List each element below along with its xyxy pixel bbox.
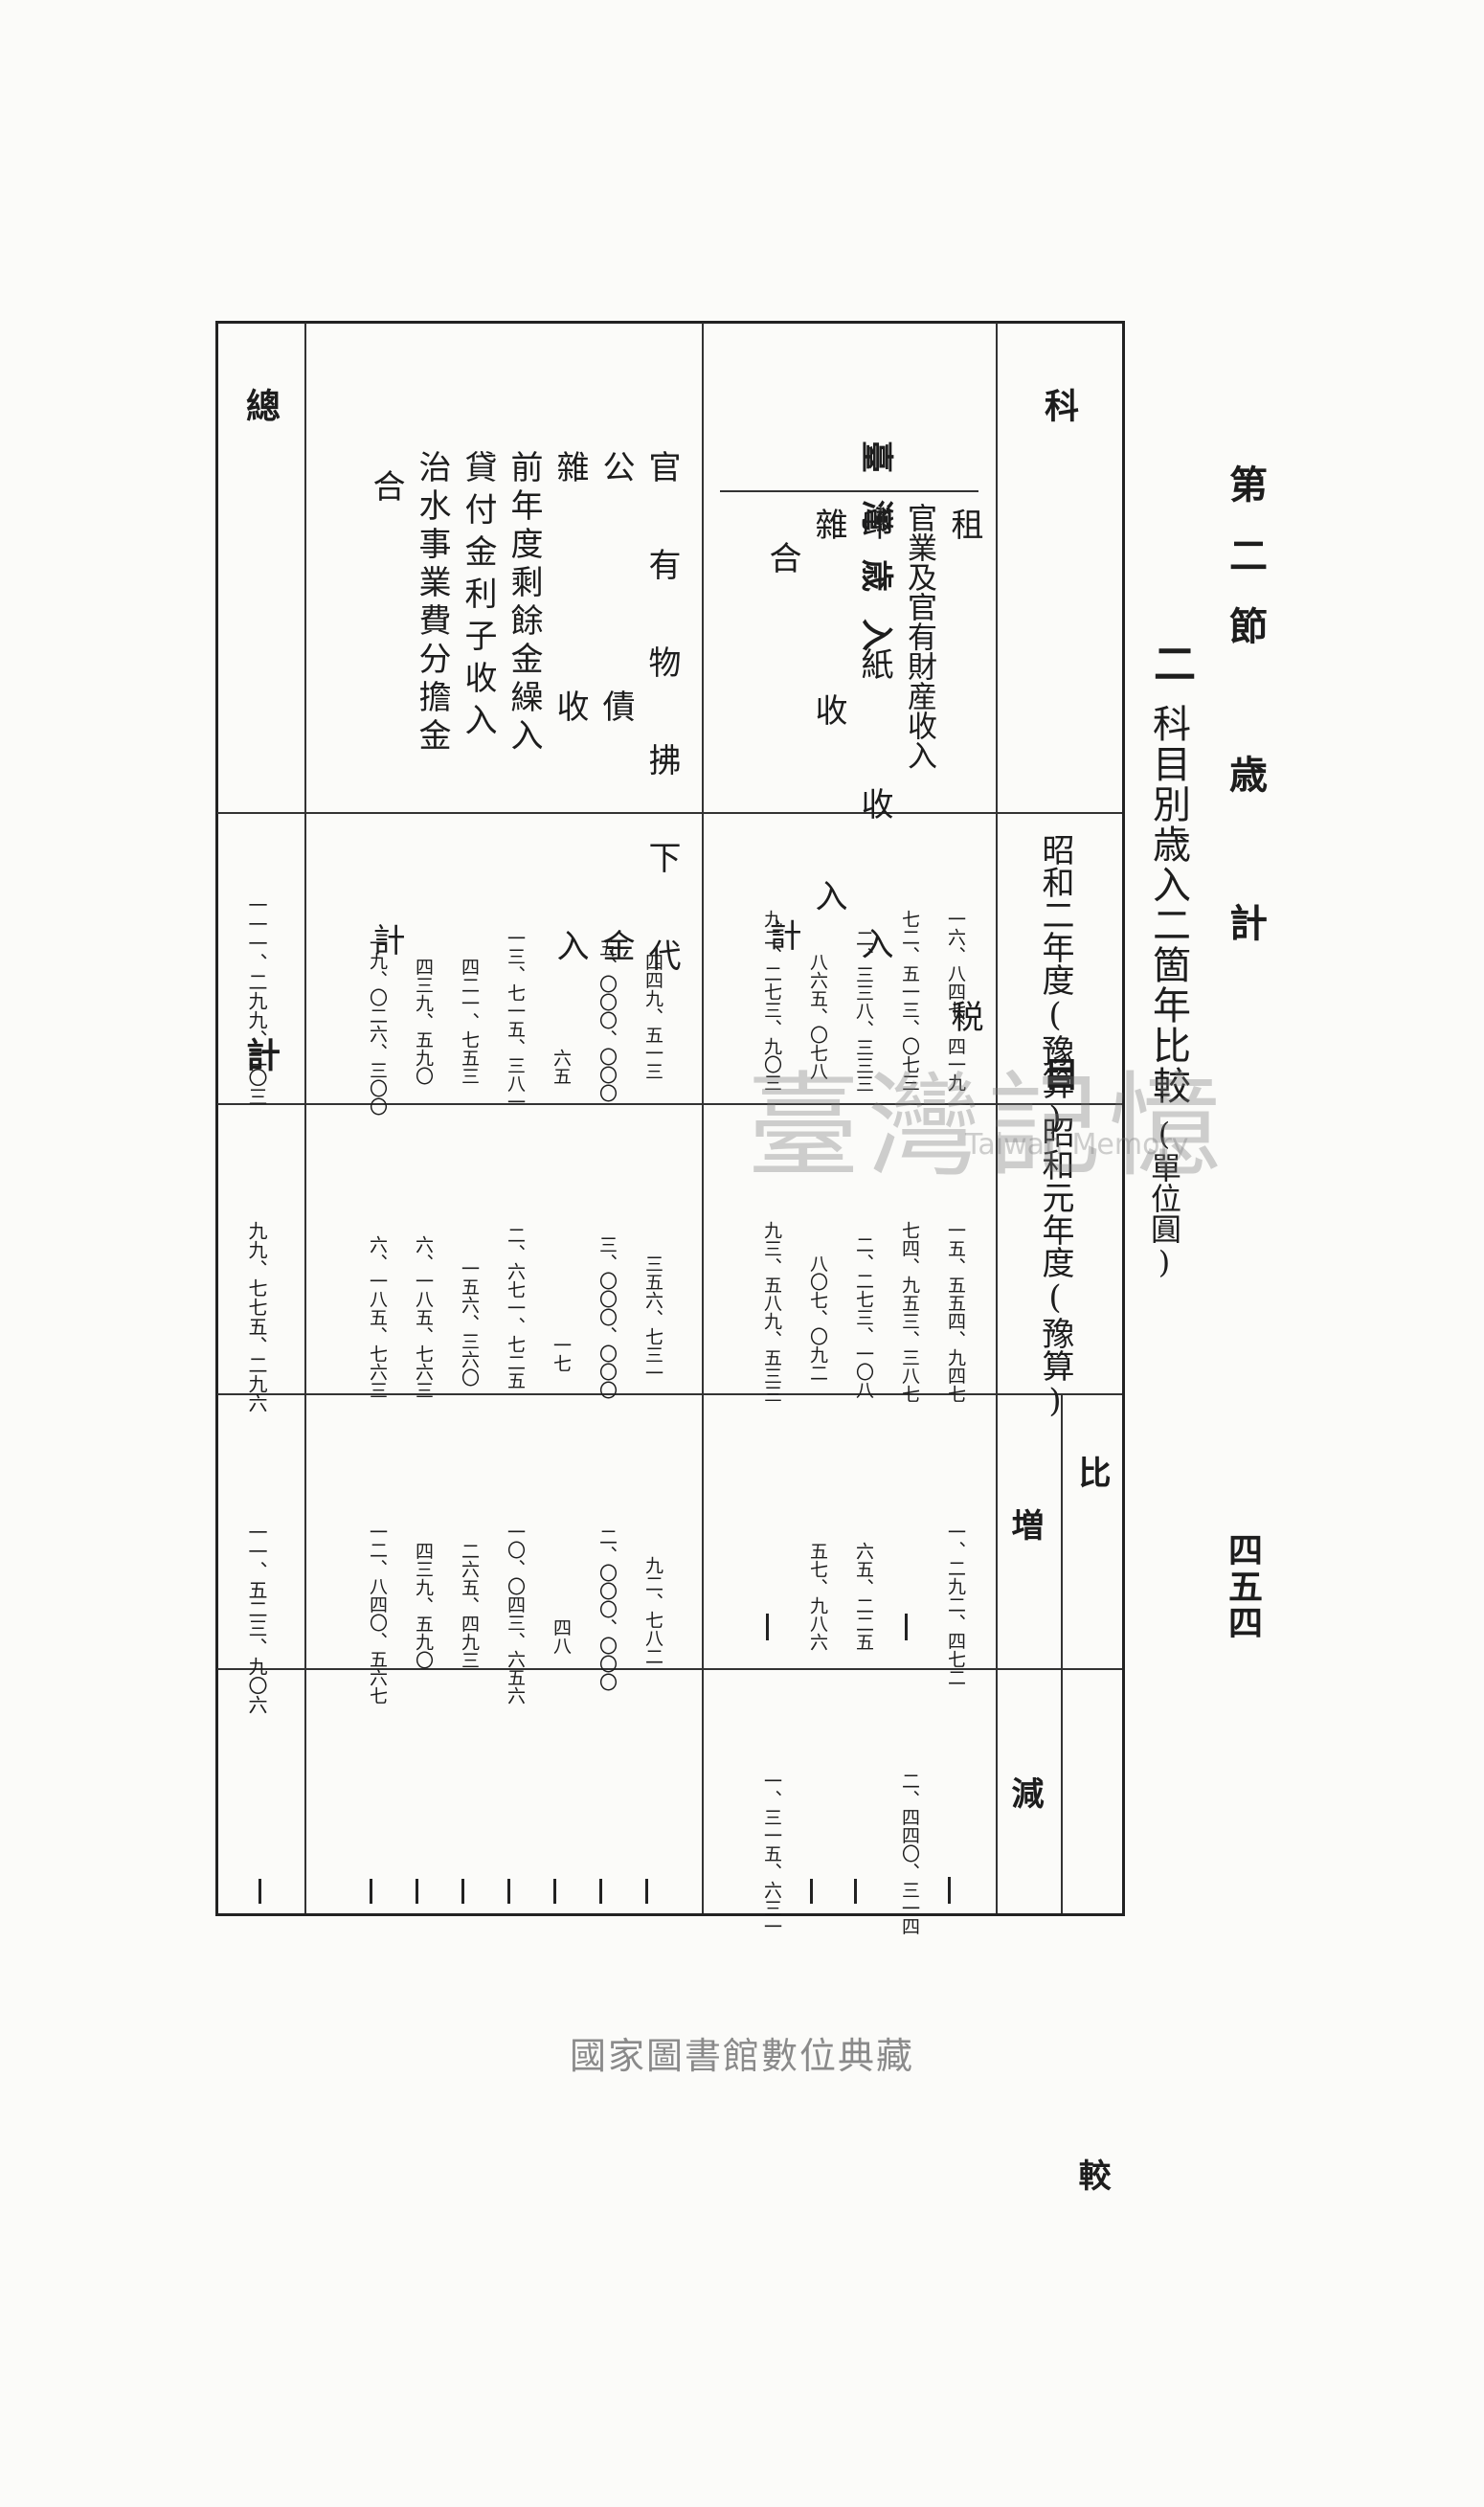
increase-value: 九二、七八二 xyxy=(642,1556,663,1665)
row-tick xyxy=(854,1879,857,1904)
nil-dash xyxy=(948,1877,951,1904)
total-label: 總 計 xyxy=(240,388,281,1359)
showa2-value: 四二一、七五三 xyxy=(459,958,480,1085)
showa2-value: 七二、五一三、〇七三 xyxy=(899,910,920,1092)
row-label-bonds: 公 債 金 xyxy=(596,450,635,1046)
showa1-value: 一五六、三六〇 xyxy=(459,1259,480,1387)
comparison-header: 比 較 xyxy=(1072,1456,1111,2507)
showa1-value: 九三、五八九、五三三 xyxy=(761,1221,782,1403)
showa1-value: 二、二七三、一〇八 xyxy=(853,1235,874,1399)
row-tick xyxy=(461,1879,464,1904)
unit-label: (單位圓) xyxy=(1146,1116,1182,1280)
increase-value: 一二、八四〇、五六七 xyxy=(367,1523,388,1705)
showa2-value: 四三九、五九〇 xyxy=(413,958,434,1085)
increase-value: 二六五、四九三 xyxy=(459,1542,480,1669)
row-label-flood-control: 治水事業費分擔金 xyxy=(413,450,451,757)
showa1-value: 二、六七一、七二五 xyxy=(505,1226,526,1389)
row-label-subtotal-2: 合 計 xyxy=(367,469,405,1147)
row-label-govt-enterprise: 官業及官有財産收入 xyxy=(902,503,936,770)
row-tick xyxy=(507,1879,510,1904)
section-header: 第二節 歳 計 xyxy=(1223,464,1268,974)
row-label-misc-2: 雜 收 入 xyxy=(551,450,589,1046)
showa1-value: 六、一八五、七六三 xyxy=(413,1235,434,1399)
increase-header: 増 xyxy=(1005,1508,1044,1541)
showa2-value: 一六、八四七、四一九 xyxy=(945,910,966,1092)
decrease-value: 一、三一五、六三一 xyxy=(761,1772,782,1935)
library-footer: 國家圖書館數位典藏 xyxy=(569,2035,914,2077)
showa2-value: 九二、二七三、九〇三 xyxy=(761,910,782,1092)
row-tick xyxy=(599,1879,602,1904)
showa1-value: 一五、五五四、九四七 xyxy=(945,1221,966,1403)
row-label-surplus: 前年度剩餘金繰入 xyxy=(505,450,543,757)
row-tick xyxy=(259,1879,261,1904)
subject-header: 科 目 xyxy=(1039,388,1079,1388)
showa2-value: 四四九、五一三 xyxy=(642,953,663,1080)
row-tick xyxy=(370,1879,372,1904)
row-label-subtotal-1: 合 計 xyxy=(763,541,801,1104)
nil-dash xyxy=(766,1614,769,1640)
title-number: 二 xyxy=(1146,642,1195,684)
row-label-sale-proceeds: 官 有 物 拂 下 代 xyxy=(642,450,681,984)
increase-value: 四三九、五九〇 xyxy=(413,1542,434,1669)
increase-value: 二、〇〇〇、〇〇〇 xyxy=(596,1527,618,1691)
watermark: 臺灣記憶 Taiwan Memory xyxy=(747,1034,1229,1198)
row-label-tax: 租 税 xyxy=(945,508,983,1243)
showa2-header: 昭和二年度(豫算) xyxy=(1036,833,1074,1138)
decrease-value: 二、四四〇、三一四 xyxy=(899,1772,920,1935)
showa2-value: 一一一、二九九、二〇三 xyxy=(245,895,268,1106)
row-label-stamp: 印 紙 收 入 xyxy=(855,508,893,994)
showa2-value: 五、〇〇〇、〇〇〇 xyxy=(596,938,618,1102)
increase-value: 六五、二二五 xyxy=(853,1542,874,1651)
row-tick xyxy=(553,1879,556,1904)
increase-value: 一一、五二三、九〇六 xyxy=(245,1523,268,1714)
row-label-misc: 雜 收 入 xyxy=(809,508,847,969)
showa1-header: 昭和元年度(豫算) xyxy=(1036,1116,1074,1420)
increase-value: 四八 xyxy=(551,1618,572,1655)
increase-value: 一〇、〇四三、六五六 xyxy=(505,1523,526,1705)
showa1-value: 三、〇〇〇、〇〇〇 xyxy=(596,1235,618,1399)
showa1-value: 九九、七七五、二九六 xyxy=(245,1221,268,1412)
watermark-text: 臺灣記憶 xyxy=(747,1060,1230,1192)
watermark-subtext: Taiwan Memory xyxy=(965,1128,1189,1162)
showa2-value: 六五 xyxy=(551,1049,572,1085)
increase-value: 五七、九八六 xyxy=(807,1542,828,1651)
page-title: 科目別歳入二箇年比較 xyxy=(1146,704,1190,1106)
showa2-value: 一九、〇二六、三〇〇 xyxy=(367,934,388,1116)
showa2-value: 二、三三八、三三三 xyxy=(853,929,874,1093)
row-tick xyxy=(810,1879,813,1904)
row-tick xyxy=(416,1879,418,1904)
showa1-value: 一七 xyxy=(551,1336,572,1372)
showa2-value: 一三、七一五、三八一 xyxy=(505,929,526,1111)
showa1-value: 七四、九五三、三八七 xyxy=(899,1221,920,1403)
decrease-header: 減 xyxy=(1005,1776,1044,1809)
showa1-value: 三五六、七三一 xyxy=(642,1254,663,1382)
nil-dash xyxy=(905,1614,908,1640)
row-label-loan-interest: 貸付金利子收入 xyxy=(459,450,497,745)
page-number: 四五四 xyxy=(1223,1532,1263,1641)
showa2-value: 八六五、〇七八 xyxy=(807,953,828,1080)
row-tick xyxy=(645,1879,648,1904)
showa1-value: 六、一八五、七六三 xyxy=(367,1235,388,1399)
increase-value: 一、二九二、四七二 xyxy=(945,1523,966,1686)
showa1-value: 八〇七、〇九二 xyxy=(807,1254,828,1382)
